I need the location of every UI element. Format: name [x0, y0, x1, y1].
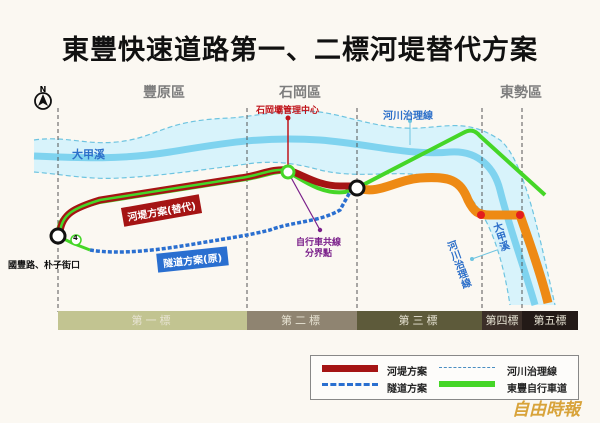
junction-node-mid [348, 179, 366, 197]
map-legend: 河堤方案 隧道方案 河川治理線 東豐自行車道 [310, 355, 579, 400]
management-center-label: 石岡壩管理中心 [256, 106, 320, 116]
dajia-river [33, 135, 539, 306]
segment-2: 第二標 [247, 311, 357, 330]
district-dongshi: 東勢區 [500, 85, 542, 101]
split-point-label: 自行車共線 分界點 [296, 238, 342, 259]
segment-1: 第一標 [58, 311, 247, 330]
legend-levee-label: 河堤方案 [387, 367, 427, 378]
district-shigang: 石岡區 [279, 85, 321, 101]
legend-boundary-swatch [439, 367, 495, 368]
segment-3: 第三標 [357, 311, 482, 330]
segment-5: 第五標 [522, 311, 578, 330]
route-shield-number: 4 [73, 234, 78, 242]
page-title: 東豐快速道路第一、二標河堤替代方案 [62, 35, 538, 66]
legend-boundary-label: 河川治理線 [507, 367, 557, 378]
levee-route [56, 166, 352, 233]
junction-node-start [49, 227, 67, 245]
river-boundary-bottom [33, 161, 511, 306]
river-boundary-top [33, 110, 556, 306]
north-arrow-icon: N [34, 85, 52, 110]
legend-tunnel-label: 隧道方案 [387, 384, 427, 395]
start-junction-label: 國豐路、朴子街口 [8, 261, 81, 271]
legend-levee-swatch [322, 365, 378, 372]
legend-tunnel-swatch [322, 383, 378, 386]
river-zone [34, 110, 555, 305]
district-fengyuan: 豐原區 [143, 85, 185, 101]
brand-logo: 自由時報 [512, 400, 580, 420]
river-label-main: 大甲溪 [72, 148, 105, 161]
boundary-label-top: 河川治理線 [383, 111, 433, 122]
management-node [280, 164, 296, 180]
legend-bikeway-label: 東豐自行車道 [507, 384, 567, 395]
segment-4: 第四標 [482, 311, 522, 330]
legend-bikeway-swatch [439, 381, 495, 387]
existing-road [355, 173, 553, 305]
tunnel-route [89, 191, 352, 254]
svg-text:N: N [40, 85, 47, 94]
route-4-shield-icon [70, 234, 82, 246]
